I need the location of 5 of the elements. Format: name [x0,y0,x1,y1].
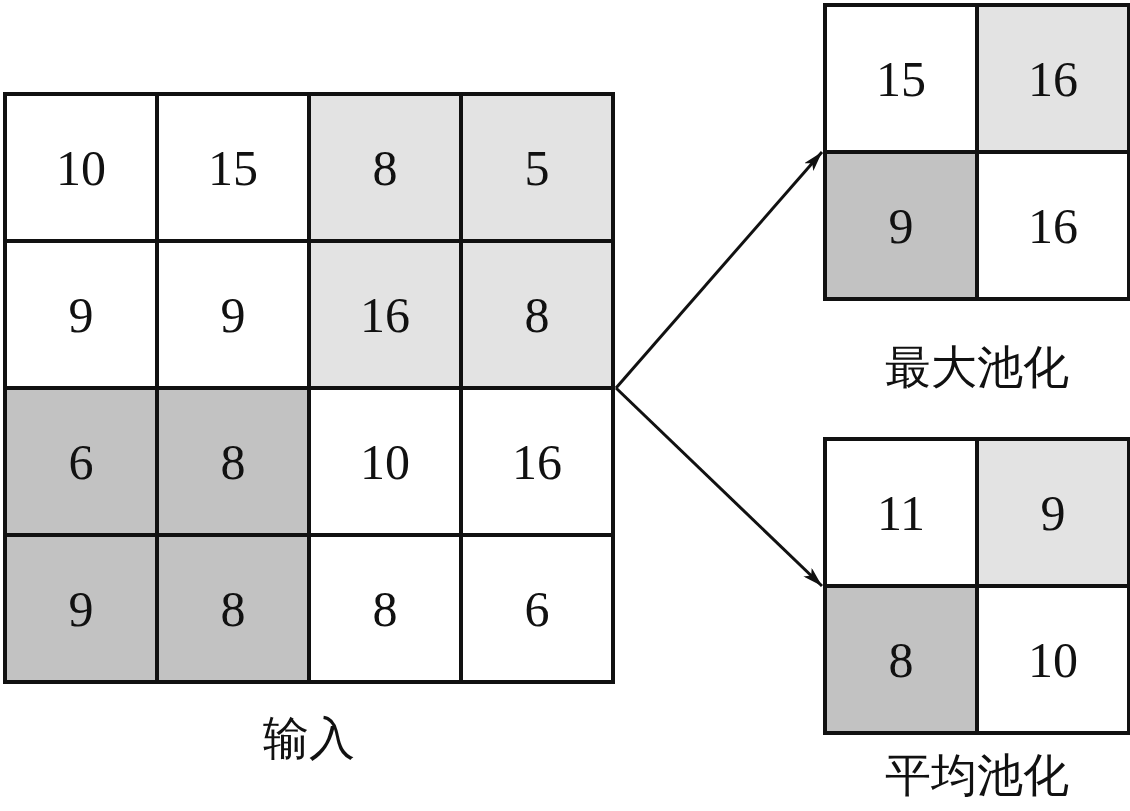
arrow [614,386,824,588]
arrow [614,151,824,389]
grid-caption: 输入 [262,712,356,766]
grid-caption: 平均池化 [884,749,1070,803]
grid-caption: 最大池化 [884,341,1070,395]
